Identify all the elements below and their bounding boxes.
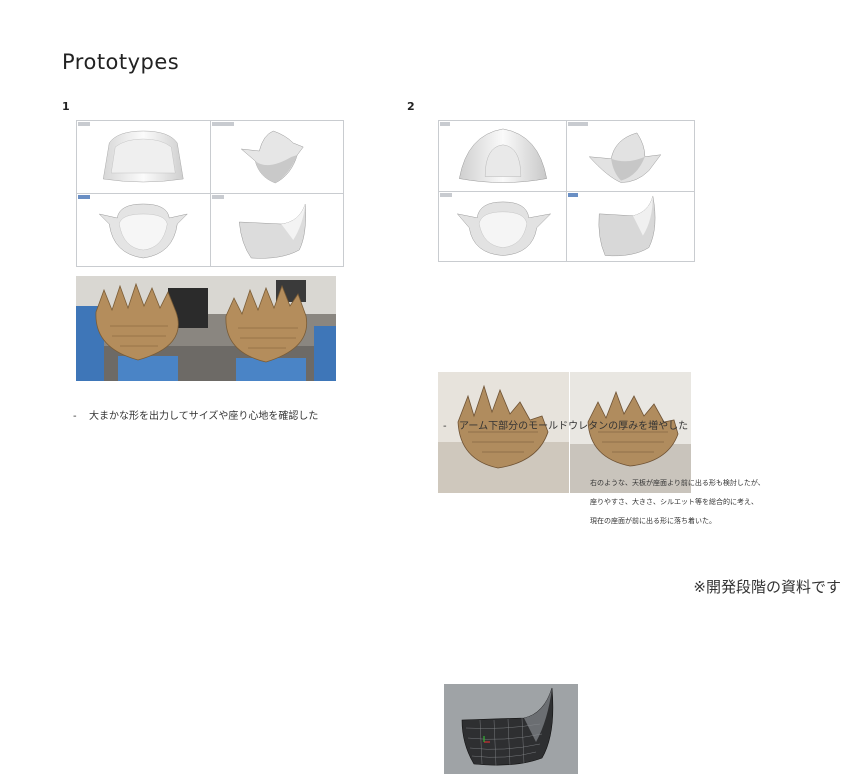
bullet-dash: - — [443, 421, 447, 432]
cad-viewports-2 — [438, 120, 695, 262]
viewport-front — [439, 191, 566, 261]
bullet-dash: - — [73, 411, 77, 422]
chair-model-top-view — [456, 201, 552, 256]
note-line: 座りやすさ、大きさ、シルエット等を総合的に考え、 — [590, 498, 758, 506]
section-number-2: 2 — [407, 100, 415, 113]
design-note: 右のような、天板が座面より前に出る形も検討したが、 座りやすさ、大きさ、シルエッ… — [590, 474, 765, 531]
viewport-perspective — [567, 121, 694, 191]
cad-viewports-1 — [76, 120, 344, 267]
alternative-form-render — [444, 684, 578, 774]
chair-model-side-view — [238, 203, 306, 259]
note-line: 右のような、天板が座面より前に出る形も検討したが、 — [590, 479, 765, 487]
caption-2: - アーム下部分のモールドウレタンの厚みを増やした — [443, 417, 688, 432]
viewport-perspective — [210, 121, 343, 193]
chair-model-perspective-view — [239, 130, 304, 184]
note-line: 現在の座面が前に出る形に落ち着いた。 — [590, 517, 716, 525]
footer-disclaimer: ※開発段階の資料です — [693, 578, 841, 596]
prototype-photo-1 — [76, 276, 336, 381]
cardboard-prototype-image-pair — [438, 372, 691, 493]
section-number-1: 1 — [62, 100, 70, 113]
chair-model-front-view — [459, 128, 547, 183]
page-title: Prototypes — [62, 50, 180, 74]
chair-model-front-view — [102, 130, 184, 183]
caption-1: - 大まかな形を出力してサイズや座り心地を確認した — [73, 407, 318, 422]
chair-model-perspective-view — [588, 132, 662, 183]
chair-model-side-view — [598, 195, 656, 256]
cardboard-prototype-image — [76, 276, 336, 381]
chair-model-top-view — [98, 203, 189, 259]
prototype-photo-2 — [438, 372, 691, 493]
viewport-top — [77, 121, 210, 193]
viewport-right — [210, 194, 343, 266]
viewport-right — [567, 191, 694, 261]
caption-2-text: アーム下部分のモールドウレタンの厚みを増やした — [459, 421, 689, 432]
viewport-front — [77, 194, 210, 266]
wireframe-chair-render — [444, 684, 578, 774]
caption-1-text: 大まかな形を出力してサイズや座り心地を確認した — [89, 411, 319, 422]
viewport-top — [439, 121, 566, 191]
